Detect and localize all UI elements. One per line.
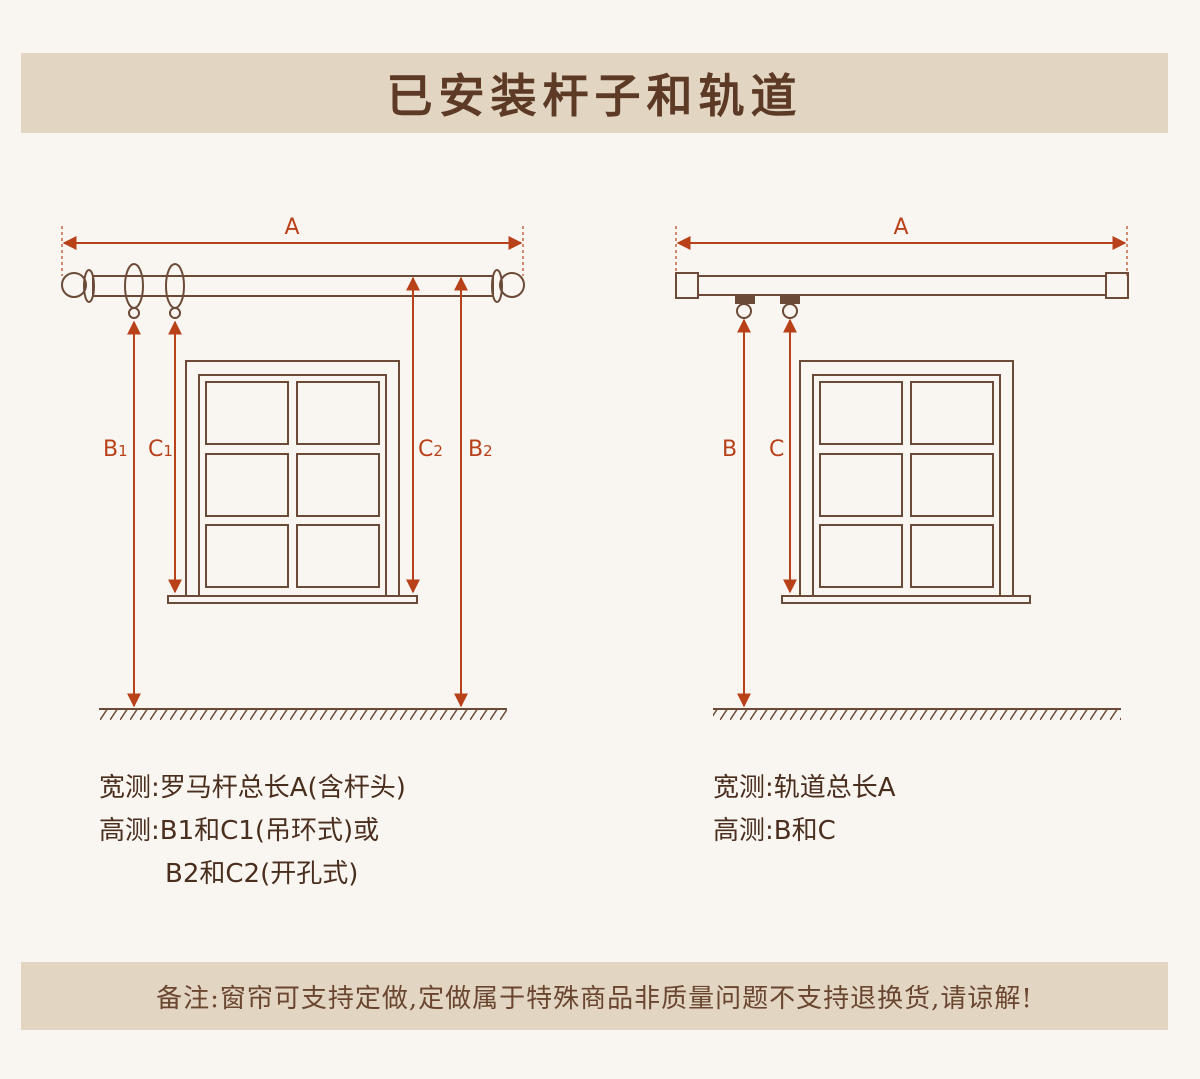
left-caption-height-alt: B2和C2(开孔式): [165, 859, 359, 889]
page-title: 已安装杆子和轨道: [386, 69, 803, 123]
roman-rod: [92, 275, 494, 297]
footnote-text: 备注:窗帘可支持定做,定做属于特殊商品非质量问题不支持退换货,请谅解!: [156, 983, 1033, 1014]
curtain-ring-1: [124, 263, 144, 309]
window-pane: [910, 381, 994, 445]
window-frame-outer: [799, 360, 1014, 597]
label-b1: B1: [103, 437, 128, 462]
window-sill: [781, 595, 1031, 604]
window-sill: [167, 595, 418, 604]
window-pane: [910, 453, 994, 517]
left-caption-width: 宽测:罗马杆总长A(含杆头): [99, 773, 406, 803]
label-b2: B2: [468, 437, 493, 462]
label-c1: C1: [148, 437, 173, 462]
runner-wheel-1: [736, 303, 752, 319]
rod-finial-right: [499, 272, 525, 298]
right-width-label: A: [893, 215, 908, 240]
right-caption: 宽测:轨道总长A 高测:B和C: [713, 767, 896, 853]
left-caption-height: 高测:B1和C1(吊环式)或: [99, 816, 380, 846]
rod-finial-left: [61, 272, 87, 298]
right-caption-width: 宽测:轨道总长A: [713, 773, 896, 803]
window-frame-inner: [198, 374, 387, 597]
label-c: C: [769, 437, 784, 462]
window-pane: [205, 524, 289, 588]
window-frame-inner: [812, 374, 1001, 597]
rod-bracket-right: [491, 269, 503, 303]
curtain-ring-2: [165, 263, 185, 309]
label-c2: C2: [418, 437, 443, 462]
window-pane: [296, 381, 380, 445]
track-runner-2: [780, 294, 800, 304]
window-pane: [205, 381, 289, 445]
window-pane: [819, 524, 903, 588]
right-caption-height: 高测:B和C: [713, 816, 836, 846]
runner-wheel-2: [782, 303, 798, 319]
track-end-right: [1105, 272, 1129, 299]
floor-hatch: [99, 710, 507, 720]
window-pane: [205, 453, 289, 517]
window-pane: [819, 381, 903, 445]
track-runner-1: [735, 294, 755, 304]
window-pane: [819, 453, 903, 517]
track-end-left: [675, 272, 699, 299]
ring-hook-2: [169, 307, 181, 319]
footnote-banner: 备注:窗帘可支持定做,定做属于特殊商品非质量问题不支持退换货,请谅解!: [21, 962, 1168, 1030]
window-pane: [296, 524, 380, 588]
window-frame-outer: [185, 360, 400, 597]
left-rod-diagram: [61, 226, 525, 720]
label-b: B: [722, 437, 737, 462]
window-pane: [296, 453, 380, 517]
title-banner: 已安装杆子和轨道: [21, 53, 1168, 133]
left-width-label: A: [284, 215, 299, 240]
floor-hatch: [713, 710, 1121, 720]
curtain-track: [697, 275, 1107, 296]
left-caption: 宽测:罗马杆总长A(含杆头) 高测:B1和C1(吊环式)或 B2和C2(开孔式): [99, 767, 406, 896]
window-pane: [910, 524, 994, 588]
right-track-diagram: [675, 226, 1129, 720]
rod-bracket-left: [83, 269, 95, 303]
ring-hook-1: [128, 307, 140, 319]
